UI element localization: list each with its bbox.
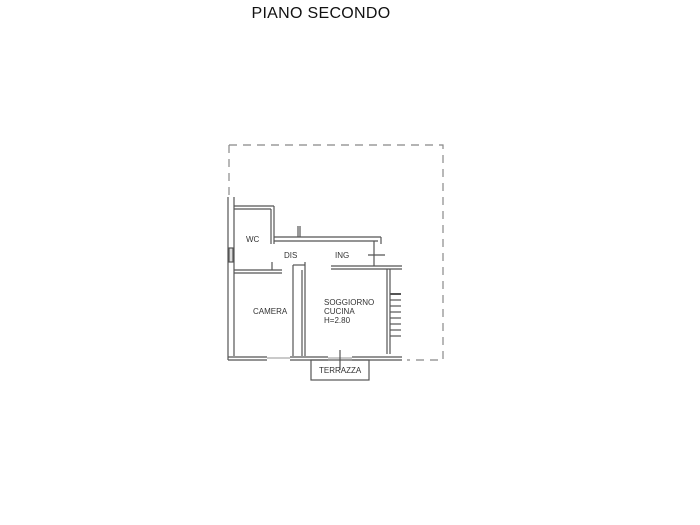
walls xyxy=(227,197,402,381)
room-label-wc: WC xyxy=(246,235,260,244)
room-label-terrazza: TERRAZZA xyxy=(319,366,362,375)
room-height: H=2.80 xyxy=(324,316,351,325)
room-label-dis: DIS xyxy=(284,251,297,260)
room-label-camera: CAMERA xyxy=(253,307,288,316)
room-label-ing: ING xyxy=(335,251,349,260)
room-label-cucina: CUCINA xyxy=(324,307,355,316)
room-label-soggiorno: SOGGIORNO xyxy=(324,298,374,307)
floor-title: PIANO SECONDO xyxy=(251,5,391,22)
